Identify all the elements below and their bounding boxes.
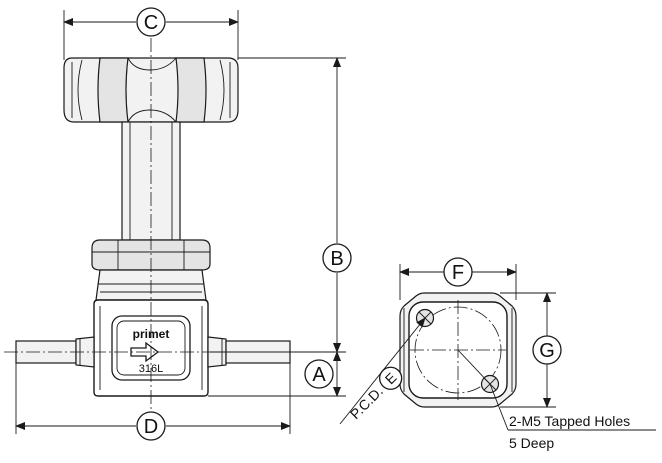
dimension-a: A — [208, 351, 346, 397]
dimension-g-label: G — [539, 340, 555, 362]
dimension-f-label: F — [452, 262, 464, 284]
tapped-holes-note: 2-M5 Tapped Holes 5 Deep — [489, 383, 656, 451]
tapped-holes-label: 2-M5 Tapped Holes — [509, 413, 630, 429]
dimension-d-label: D — [144, 416, 158, 438]
dimension-a-label: A — [312, 364, 326, 386]
valve-front-view: primet 316L — [4, 16, 330, 440]
dimension-d: D — [15, 363, 291, 441]
pcd-label: P.C.D. — [347, 383, 386, 422]
dimension-c-label: C — [144, 12, 158, 34]
dimension-b-label: B — [330, 248, 343, 270]
dimension-c: C — [63, 7, 239, 60]
dimension-f: F — [399, 257, 517, 300]
tapped-depth-label: 5 Deep — [509, 435, 554, 451]
dimension-g: G — [500, 292, 562, 408]
dimension-b: B — [210, 57, 352, 353]
left-tube — [15, 336, 95, 368]
